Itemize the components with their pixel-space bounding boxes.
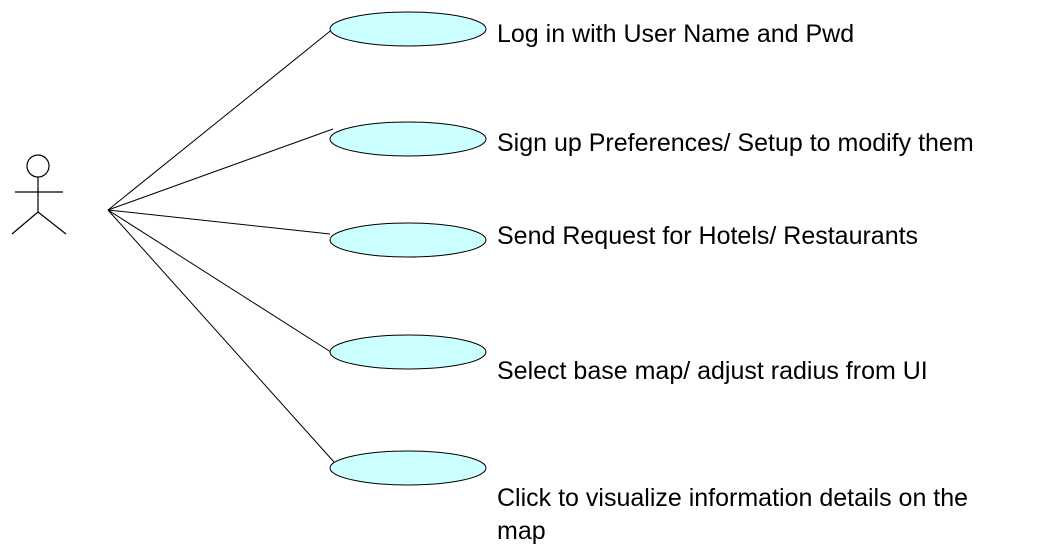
actor-head <box>26 154 50 178</box>
actor-stick-figure-icon <box>11 154 67 235</box>
association-line-5 <box>107 209 335 463</box>
use-case-ellipse-send-request[interactable] <box>329 222 487 258</box>
association-line-1 <box>107 27 335 211</box>
association-line-4 <box>107 209 335 355</box>
use-case-ellipse-visualize[interactable] <box>329 450 487 486</box>
use-case-ellipse-select-map[interactable] <box>329 334 487 370</box>
actor-left-leg <box>11 211 39 235</box>
use-case-label-login: Log in with User Name and Pwd <box>497 20 855 48</box>
use-case-ellipse-login[interactable] <box>329 11 487 47</box>
use-case-label-send-request: Send Request for Hotels/ Restaurants <box>497 222 919 250</box>
association-line-2 <box>107 128 334 211</box>
use-case-ellipse-signup[interactable] <box>329 121 487 157</box>
association-line-3 <box>107 209 331 235</box>
use-case-label-visualize: Click to visualize information details o… <box>497 484 969 545</box>
use-case-label-signup: Sign up Preferences/ Setup to modify the… <box>497 129 974 157</box>
actor-right-leg <box>37 211 67 235</box>
association-lines <box>107 27 335 463</box>
use-case-label-select-map: Select base map/ adjust radius from UI <box>497 357 928 385</box>
